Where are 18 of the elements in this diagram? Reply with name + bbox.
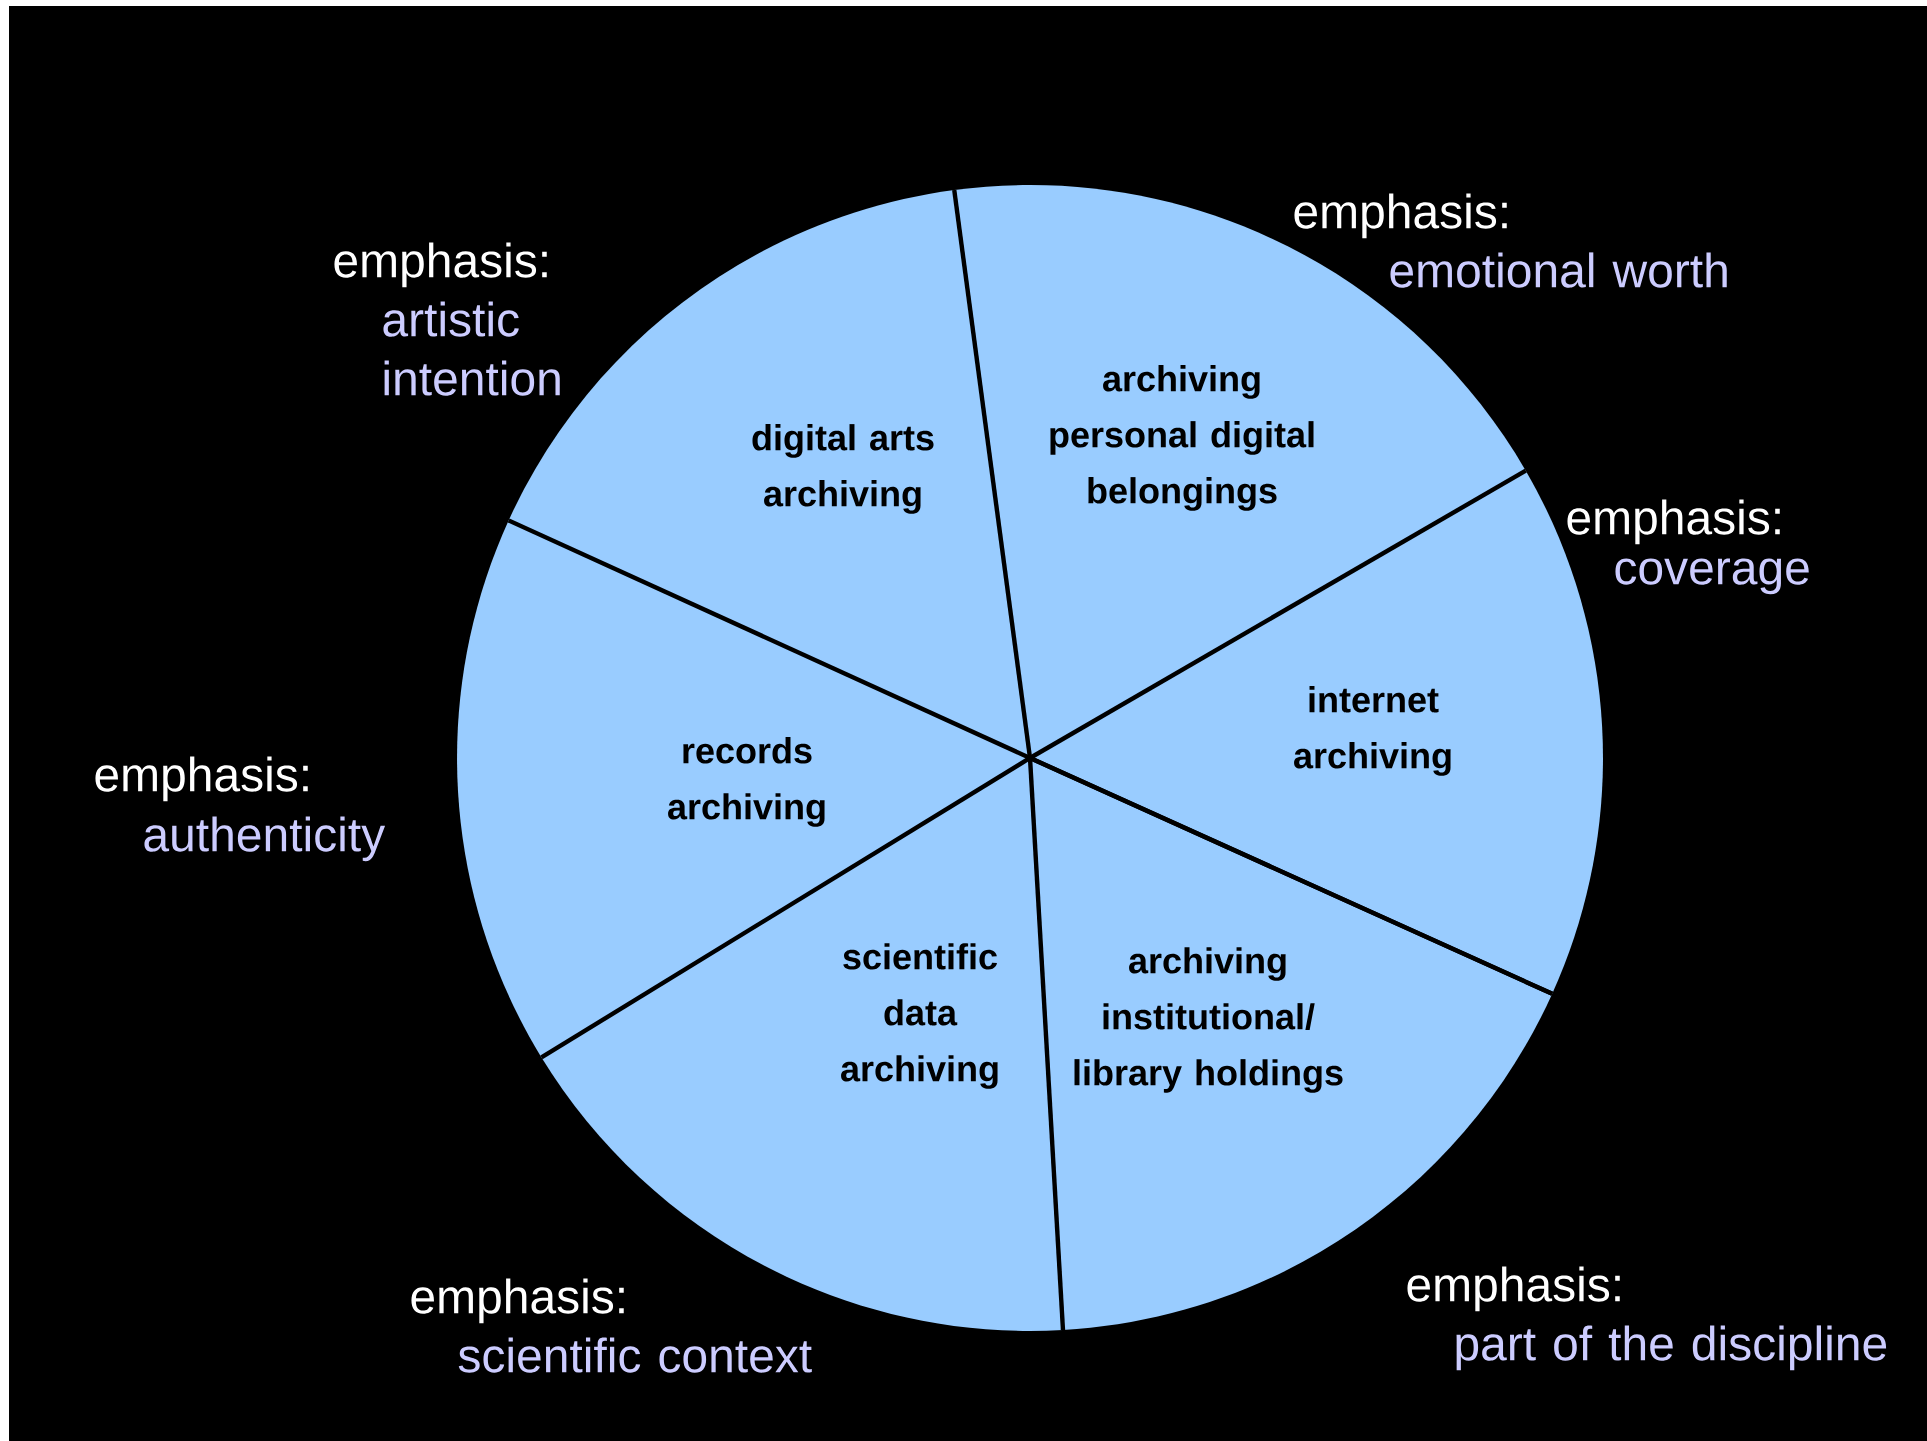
emphasis-label: artistic intention: [383, 301, 560, 396]
sector-label: archiving institutional/ library holdings: [1074, 947, 1343, 1093]
sector-label: scientific data archiving: [841, 943, 998, 1089]
emphasis-label: emphasis:: [95, 756, 308, 802]
emphasis-label: emphasis:: [411, 1278, 624, 1324]
emphasis-label: authenticity: [144, 816, 386, 862]
emphasis-label: emotional worth: [1390, 252, 1727, 288]
sector-label: records archiving: [668, 737, 825, 827]
emphasis-label: emphasis:: [1567, 499, 1780, 545]
emphasis-label: emphasis:: [1407, 1266, 1620, 1312]
sector-label: archiving personal digital belongings: [1050, 365, 1314, 511]
sector-label: internet archiving: [1294, 686, 1451, 776]
sector-label: digital arts archiving: [752, 424, 934, 514]
emphasis-label: coverage: [1615, 558, 1809, 595]
emphasis-label: emphasis:: [334, 242, 547, 288]
emphasis-label: scientific context: [458, 1337, 812, 1373]
emphasis-label: emphasis:: [1294, 193, 1507, 239]
emphasis-label: part of the discipline: [1456, 1325, 1887, 1371]
